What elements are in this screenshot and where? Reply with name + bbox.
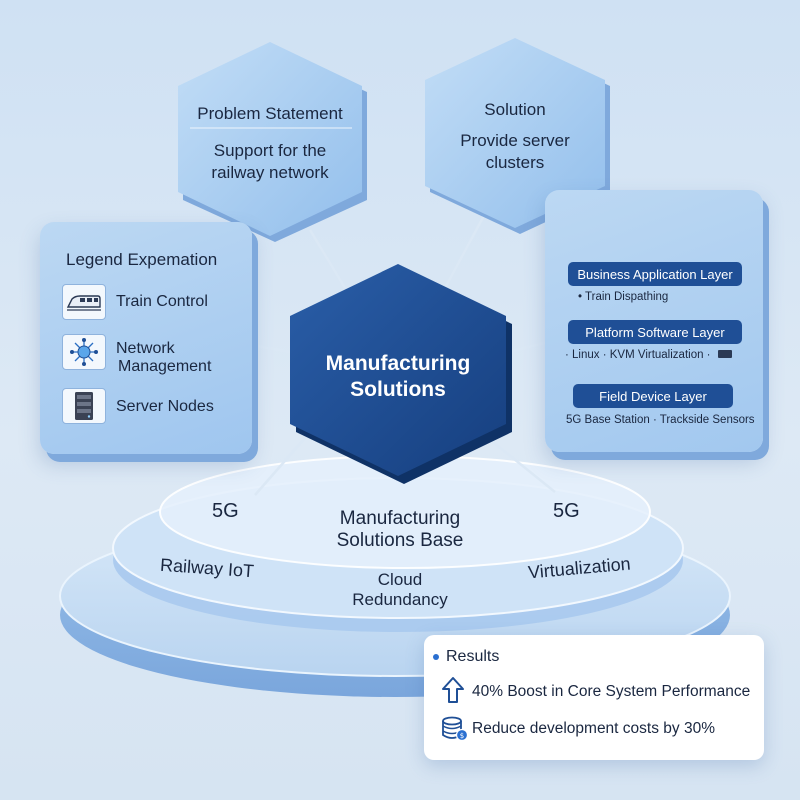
base-title-line-2: Solutions Base [336,530,464,551]
result-performance: 40% Boost in Core System Performance [472,683,751,700]
legend-label-server: Server Nodes [116,398,214,415]
database-coin-icon: $ [441,716,469,742]
problem-line-2: railway network [211,163,329,182]
problem-title: Problem Statement [197,104,343,123]
device-icon [718,350,732,358]
results-bullet [433,654,439,660]
platform-layer-title: Platform Software Layer [568,320,742,344]
legend-label-train: Train Control [116,293,208,310]
solution-line-1: Provide server [460,131,570,150]
legend-label-network-1: Network [116,340,175,357]
train-icon [62,284,106,320]
legend-label-network-2: Management [118,358,212,375]
base-cloud-line-1: Cloud [377,570,423,589]
platform-layer-items: · Linux · KVM Virtualization · [565,349,711,361]
connector-lines [249,209,556,496]
base-title-line-1: Manufacturing [339,508,461,529]
business-layer-items: • Train Dispathing [578,291,669,303]
base-5g-right: 5G [553,500,580,522]
field-layer-items: 5G Base Station · Trackside Sensors [566,414,755,426]
arrow-up-icon [441,676,465,704]
solution-title: Solution [484,100,546,119]
results-card [424,635,764,760]
business-layer-title: Business Application Layer [568,262,742,286]
base-cloud-line-2: Redundancy [352,590,448,609]
problem-line-1: Support for the [213,141,327,160]
center-line-2: Solutions [350,378,446,401]
legend-title: Legend Expemation [66,250,218,269]
center-line-1: Manufacturing [325,352,471,375]
svg-text:$: $ [460,732,464,740]
problem-hexagon [178,42,367,242]
center-hexagon [290,264,512,484]
results-title: Results [446,648,500,665]
base-5g-left: 5G [212,500,239,522]
network-icon [62,334,106,370]
server-icon [62,388,106,424]
solution-hexagon [425,38,610,234]
field-layer-title: Field Device Layer [573,384,733,408]
result-costs: Reduce development costs by 30% [472,720,715,737]
solution-line-2: clusters [485,153,545,172]
